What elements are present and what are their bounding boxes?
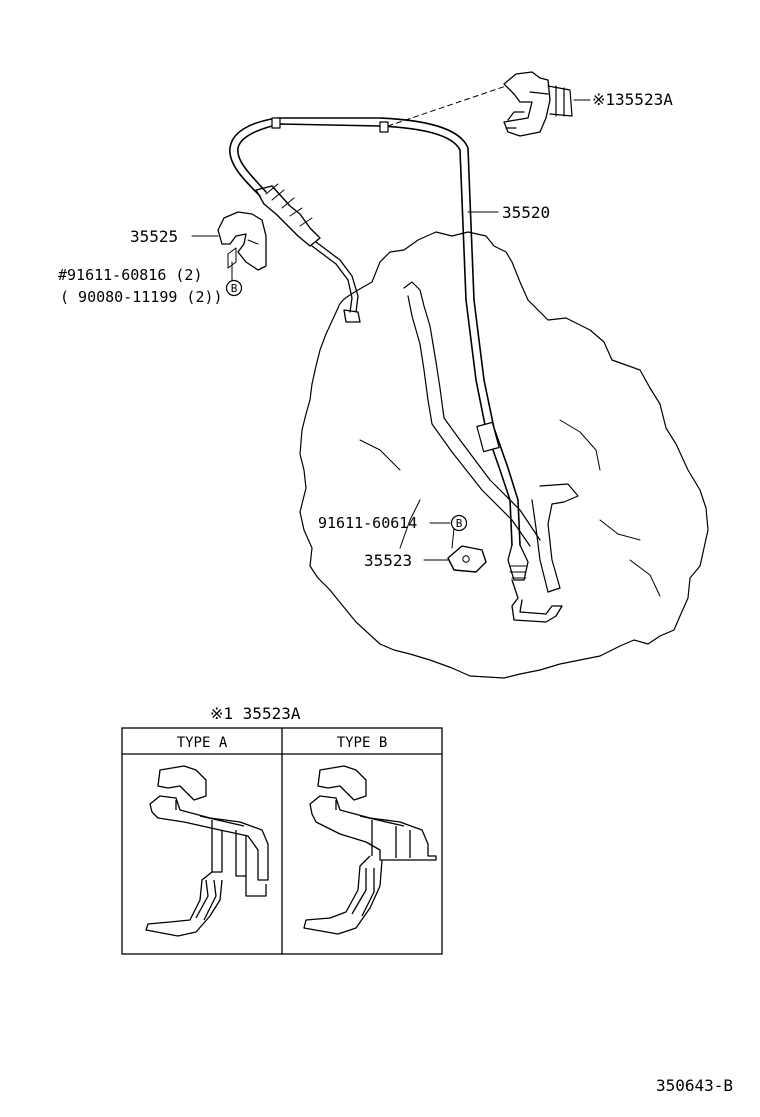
inset-table bbox=[121, 727, 443, 955]
callout-bolt-lower: 91611-60614 bbox=[318, 514, 417, 532]
inset-type-a-header: TYPE A bbox=[177, 735, 228, 751]
lower-cable-rings bbox=[509, 565, 527, 579]
leader-bolt-lower bbox=[429, 522, 455, 549]
bracket-35523a-foot bbox=[505, 111, 525, 129]
cable-end-rings bbox=[265, 183, 313, 227]
plate-hole bbox=[462, 555, 470, 563]
cable-end-rod bbox=[311, 241, 359, 313]
clip-35525-detail bbox=[227, 239, 259, 269]
bracket-35523a-main bbox=[503, 71, 551, 137]
cable-end-fitting bbox=[255, 185, 321, 247]
marker-b-upper: B bbox=[225, 279, 243, 297]
cable-end-eye bbox=[343, 309, 361, 323]
bracket-type-a bbox=[145, 765, 269, 937]
leader-bracket-dashed bbox=[387, 85, 507, 127]
cable-outer-b bbox=[229, 117, 521, 546]
cable-outer-a bbox=[237, 123, 513, 546]
inset-title: ※1 35523A bbox=[210, 704, 301, 723]
cable-sleeve-2 bbox=[379, 121, 389, 133]
plate-35523 bbox=[447, 545, 487, 573]
shift-rod-lower bbox=[531, 483, 579, 593]
transmission-detail bbox=[359, 419, 661, 597]
callout-cable-35520: 35520 bbox=[502, 203, 550, 222]
svg-text:B: B bbox=[231, 282, 238, 295]
inset-type-b-header: TYPE B bbox=[337, 735, 388, 751]
lower-cable-end bbox=[507, 544, 563, 623]
callout-bracket-35523a: ※135523A bbox=[592, 90, 673, 109]
bracket-type-b bbox=[303, 765, 437, 935]
cable-grommet bbox=[476, 421, 500, 453]
cable-sleeve-1 bbox=[271, 117, 281, 129]
callout-clip-35525: 35525 bbox=[130, 227, 178, 246]
bracket-35523a-fins bbox=[529, 85, 573, 117]
callout-bolt-upper-1: #91611-60816 (2) bbox=[58, 266, 203, 284]
callout-bolt-upper-2: ( 90080-11199 (2)) bbox=[60, 288, 223, 306]
shift-rod bbox=[403, 281, 541, 547]
clip-35525 bbox=[217, 211, 267, 271]
transmission-outline bbox=[299, 231, 709, 679]
svg-text:B: B bbox=[456, 517, 463, 530]
callout-plate-35523: 35523 bbox=[364, 551, 412, 570]
marker-b-lower: B bbox=[450, 514, 468, 532]
diagram-reference-number: 350643-B bbox=[656, 1076, 733, 1095]
